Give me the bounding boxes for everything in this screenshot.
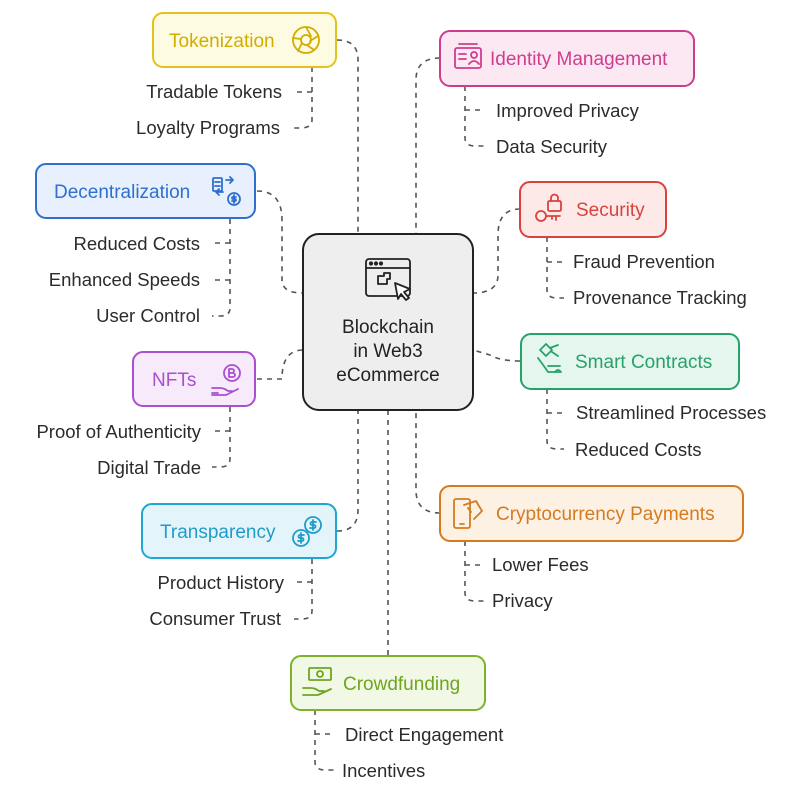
crowdfunding-node: Crowdfunding Direct Engagement Incentive… [290, 655, 503, 781]
transparency-item-1: Product History [158, 572, 285, 593]
coin-hand-icon [211, 364, 241, 396]
crypto-payments-item-1: Lower Fees [492, 554, 589, 575]
mobile-payment-icon [453, 498, 483, 529]
crowdfunding-label: Crowdfunding [343, 674, 460, 695]
tokenization-item-1: Tradable Tokens [146, 81, 282, 102]
nfts-node: NFTs Proof of Authenticity Digital Trade [36, 351, 256, 478]
center-line-1: Blockchain [342, 317, 434, 338]
transparency-node: Transparency Product History Consumer Tr… [141, 503, 337, 629]
crowdfunding-item-1: Direct Engagement [345, 724, 503, 745]
security-item-2: Provenance Tracking [573, 287, 747, 308]
smart-contracts-node: Smart Contracts Streamlined Processes Re… [520, 333, 766, 460]
transparency-label: Transparency [160, 522, 276, 543]
identity-item-1: Improved Privacy [496, 100, 640, 121]
security-node: Security Fraud Prevention Provenance Tra… [519, 181, 747, 308]
cash-hand-icon [302, 667, 332, 696]
center-node: Blockchain in Web3 eCommerce [302, 233, 474, 411]
crypto-payments-label: Cryptocurrency Payments [496, 504, 715, 525]
item-connectors [212, 67, 564, 771]
contract-signature-icon [537, 343, 562, 373]
center-line-2: in Web3 [353, 341, 422, 362]
exchange-icon [212, 176, 241, 206]
tokenization-label: Tokenization [169, 31, 275, 52]
smart-contracts-label: Smart Contracts [575, 352, 712, 373]
dollar-coins-icon [292, 516, 322, 547]
aperture-icon [292, 26, 320, 54]
crypto-payments-item-2: Privacy [492, 590, 553, 611]
identity-label: Identity Management [490, 49, 668, 70]
security-label: Security [576, 200, 645, 221]
crowdfunding-item-2: Incentives [342, 760, 425, 781]
nfts-label: NFTs [152, 370, 196, 391]
nfts-item-2: Digital Trade [97, 457, 201, 478]
tokenization-node: Tokenization Tradable Tokens Loyalty Pro… [136, 12, 337, 138]
tokenization-item-2: Loyalty Programs [136, 117, 280, 138]
decentralization-item-3: User Control [96, 305, 200, 326]
nfts-item-1: Proof of Authenticity [36, 421, 201, 442]
id-card-icon [454, 43, 482, 69]
security-item-1: Fraud Prevention [573, 251, 715, 272]
identity-item-2: Data Security [496, 136, 608, 157]
center-line-3: eCommerce [336, 365, 439, 386]
key-lock-icon [535, 193, 562, 222]
crypto-payments-node: Cryptocurrency Payments Lower Fees Priva… [439, 485, 744, 611]
decentralization-node: Decentralization Reduced Costs Enhanced … [35, 163, 256, 326]
browser-cursor-icon [365, 258, 411, 301]
decentralization-item-2: Enhanced Speeds [49, 269, 200, 290]
smart-contracts-item-2: Reduced Costs [575, 439, 701, 460]
transparency-item-2: Consumer Trust [149, 608, 281, 629]
decentralization-item-1: Reduced Costs [74, 233, 200, 254]
decentralization-label: Decentralization [54, 182, 190, 203]
center-connectors [256, 39, 521, 655]
smart-contracts-item-1: Streamlined Processes [576, 402, 766, 423]
identity-node: Identity Management Improved Privacy Dat… [439, 30, 695, 157]
